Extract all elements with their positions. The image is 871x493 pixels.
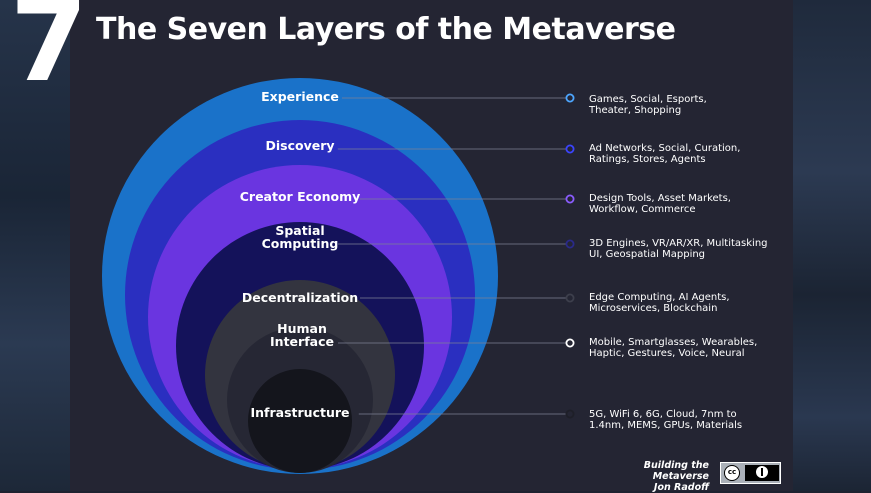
layer-description-line: 3D Engines, VR/AR/XR, Multitasking [589,238,768,249]
background-left-strip [0,0,70,491]
layer-description-line: Theater, Shopping [589,105,682,116]
layer-description-line: Workflow, Commerce [589,204,696,215]
layer-description-human-interface: Mobile, Smartglasses, Wearables,Haptic, … [589,337,757,359]
background-right-strip [793,0,871,491]
marker-dot-human-interface [565,338,575,348]
marker-dot-infrastructure [565,409,575,419]
cc-circle-icon: cc [724,465,740,481]
layer-circles [102,78,498,474]
layer-description-line: Haptic, Gestures, Voice, Neural [589,348,745,359]
layer-description-line: UI, Geospatial Mapping [589,249,706,260]
layer-description-creator-economy: Design Tools, Asset Markets,Workflow, Co… [589,193,731,215]
layer-description-line: Games, Social, Esports, [589,94,707,105]
layer-circle-infrastructure [248,369,352,473]
layer-description-line: Mobile, Smartglasses, Wearables, [589,337,758,348]
layer-label-experience: Experience [261,89,339,104]
credit-book-title: Building the Metaverse [643,460,709,482]
marker-dot-decentralization [565,293,575,303]
layer-description-line: Microservices, Blockchain [589,303,718,314]
layer-description-line: Ratings, Stores, Agents [589,154,706,165]
by-attribution-icon [745,465,779,481]
layer-description-line: Edge Computing, AI Agents, [589,292,730,303]
layer-description-experience: Games, Social, Esports,Theater, Shopping [589,94,707,116]
page-title: The Seven Layers of the Metaverse [96,12,676,47]
layer-count-number: 7 [10,0,88,107]
marker-dot-spatial-computing [565,239,575,249]
layer-description-line: 5G, WiFi 6, 6G, Cloud, 7nm to [589,409,737,420]
credit: Building the Metaverse Jon Radoff [592,460,709,493]
cc-by-icon: cc [720,462,781,484]
layer-label-infrastructure: Infrastructure [251,405,350,420]
layer-description-decentralization: Edge Computing, AI Agents,Microservices,… [589,292,730,314]
layer-description-line: 1.4nm, MEMS, GPUs, Materials [589,420,743,431]
layer-label-decentralization: Decentralization [242,290,358,305]
layer-label-creator-economy: Creator Economy [240,189,361,204]
layer-label-discovery: Discovery [265,138,334,153]
layer-description-line: Ad Networks, Social, Curation, [589,143,741,154]
marker-dot-discovery [565,144,575,154]
layer-description-line: Design Tools, Asset Markets, [589,193,731,204]
layer-description-discovery: Ad Networks, Social, Curation,Ratings, S… [589,143,740,165]
leader-lines [337,93,575,419]
marker-dot-creator-economy [565,194,575,204]
credit-author: Jon Radoff [653,482,709,493]
marker-dot-experience [565,93,575,103]
